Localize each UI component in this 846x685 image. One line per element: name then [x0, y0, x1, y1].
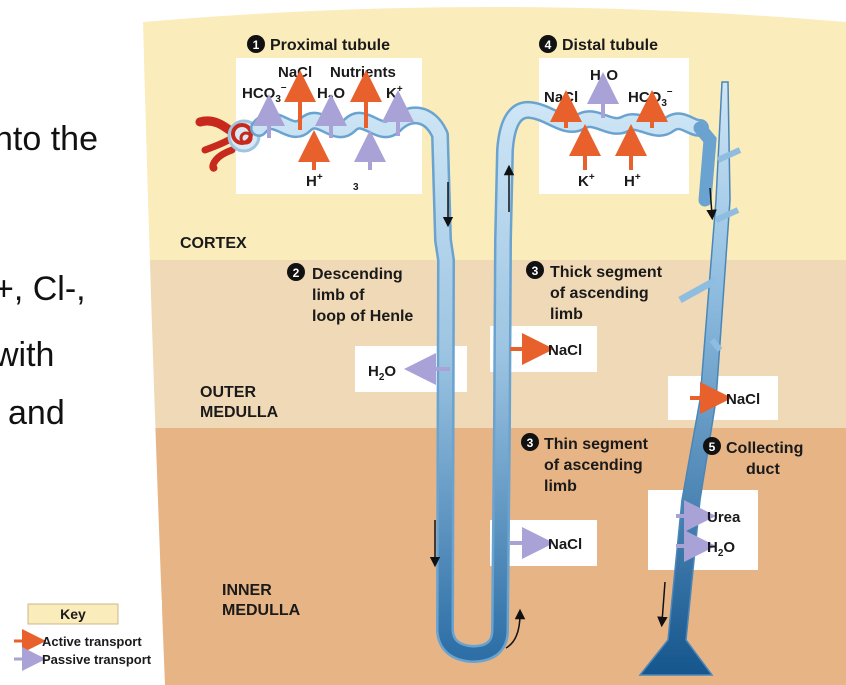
- proximal-nacl: NaCl: [278, 64, 312, 81]
- cortex-label: CORTEX: [180, 235, 247, 252]
- distal-hco3: HCO3–: [628, 86, 673, 109]
- descending-title-1: Descending: [312, 266, 403, 283]
- svg-text:4: 4: [545, 38, 552, 52]
- thick-number-badge: [526, 261, 544, 279]
- proximal-number-badge: [247, 35, 265, 53]
- inner-h2o: H2O: [707, 539, 735, 559]
- collecting-title-2: duct: [746, 461, 780, 478]
- svg-text:1: 1: [253, 38, 260, 52]
- descending-title-2: limb of: [312, 287, 365, 304]
- outer-collecting-nacl: NaCl: [726, 391, 760, 408]
- proximal-hco3: HCO3–: [242, 82, 287, 105]
- flow-arrow-loop: [505, 608, 526, 649]
- outer-medulla-label-2: MEDULLA: [200, 404, 279, 421]
- outer-collecting-nacl-box: [668, 376, 778, 420]
- distal-title: Distal tubule: [562, 37, 658, 54]
- proximal-title: Proximal tubule: [270, 37, 390, 54]
- svg-text:3: 3: [532, 264, 539, 278]
- flow-arrow-duct-bottom: [657, 581, 668, 628]
- distal-number-badge: [539, 35, 557, 53]
- proximal-nh3: 3: [353, 182, 359, 193]
- svg-text:5: 5: [709, 440, 716, 454]
- svg-text:2: 2: [293, 266, 300, 280]
- slide-text-line-4: and: [8, 394, 65, 432]
- thick-title-2: of ascending: [550, 285, 649, 302]
- inner-medulla-label-2: MEDULLA: [222, 602, 301, 619]
- collecting-title-1: Collecting: [726, 440, 803, 457]
- slide-text-line-1: nto the: [0, 120, 98, 158]
- thin-nacl: NaCl: [548, 536, 582, 553]
- thin-title-3: limb: [544, 478, 577, 495]
- thin-number-badge: [521, 433, 539, 451]
- flow-arrow-duct-top: [706, 187, 717, 221]
- legend: Key Active transport Passive transport: [12, 600, 162, 672]
- outer-medulla-label-1: OUTER: [200, 384, 256, 401]
- collecting-number-badge: [703, 437, 721, 455]
- inner-medulla-label-1: INNER: [222, 582, 272, 599]
- descending-h2o: H2O: [368, 363, 396, 383]
- thick-title-3: limb: [550, 306, 583, 323]
- proximal-h: H+: [306, 172, 323, 190]
- distal-nacl: NaCl: [544, 89, 578, 106]
- distal-k: K+: [578, 172, 595, 190]
- thick-nacl: NaCl: [548, 342, 582, 359]
- inner-collecting-box: [648, 490, 758, 570]
- descending-title-3: loop of Henle: [312, 308, 413, 325]
- legend-active-label: Active transport: [42, 634, 142, 649]
- slide-text-line-2: +, Cl-,: [0, 270, 86, 308]
- inner-urea: Urea: [707, 509, 741, 526]
- svg-text:3: 3: [527, 436, 534, 450]
- thin-title-1: Thin segment: [544, 436, 649, 453]
- thick-title-1: Thick segment: [550, 264, 663, 281]
- proximal-nutrients: Nutrients: [330, 64, 396, 81]
- distal-h: H+: [624, 172, 641, 190]
- thin-title-2: of ascending: [544, 457, 643, 474]
- descending-number-badge: [287, 263, 305, 281]
- slide-text-line-3: with: [0, 336, 55, 374]
- legend-title: Key: [60, 606, 86, 622]
- legend-passive-label: Passive transport: [42, 652, 152, 667]
